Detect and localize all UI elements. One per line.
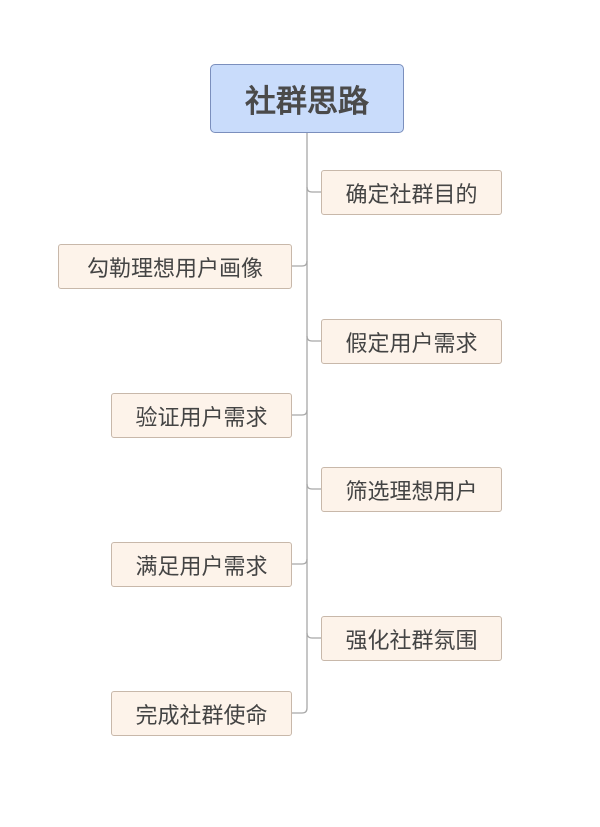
node-complete-mission[interactable]: 完成社群使命 [111,691,292,736]
node-meet-needs[interactable]: 满足用户需求 [111,542,292,587]
connector-7 [306,632,321,639]
trunk-line [292,133,308,714]
root-node[interactable]: 社群思路 [210,64,404,133]
connector-1 [306,186,321,193]
node-define-purpose[interactable]: 确定社群目的 [321,170,502,215]
connector-4 [292,409,308,416]
connector-6 [292,558,308,565]
node-strengthen-atmosphere[interactable]: 强化社群氛围 [321,616,502,661]
connector-5 [306,483,321,490]
node-filter-users[interactable]: 筛选理想用户 [321,467,502,512]
node-verify-needs[interactable]: 验证用户需求 [111,393,292,438]
node-user-persona[interactable]: 勾勒理想用户画像 [58,244,292,289]
connector-3 [306,335,321,342]
connector-2 [292,260,308,267]
node-assume-needs[interactable]: 假定用户需求 [321,319,502,364]
